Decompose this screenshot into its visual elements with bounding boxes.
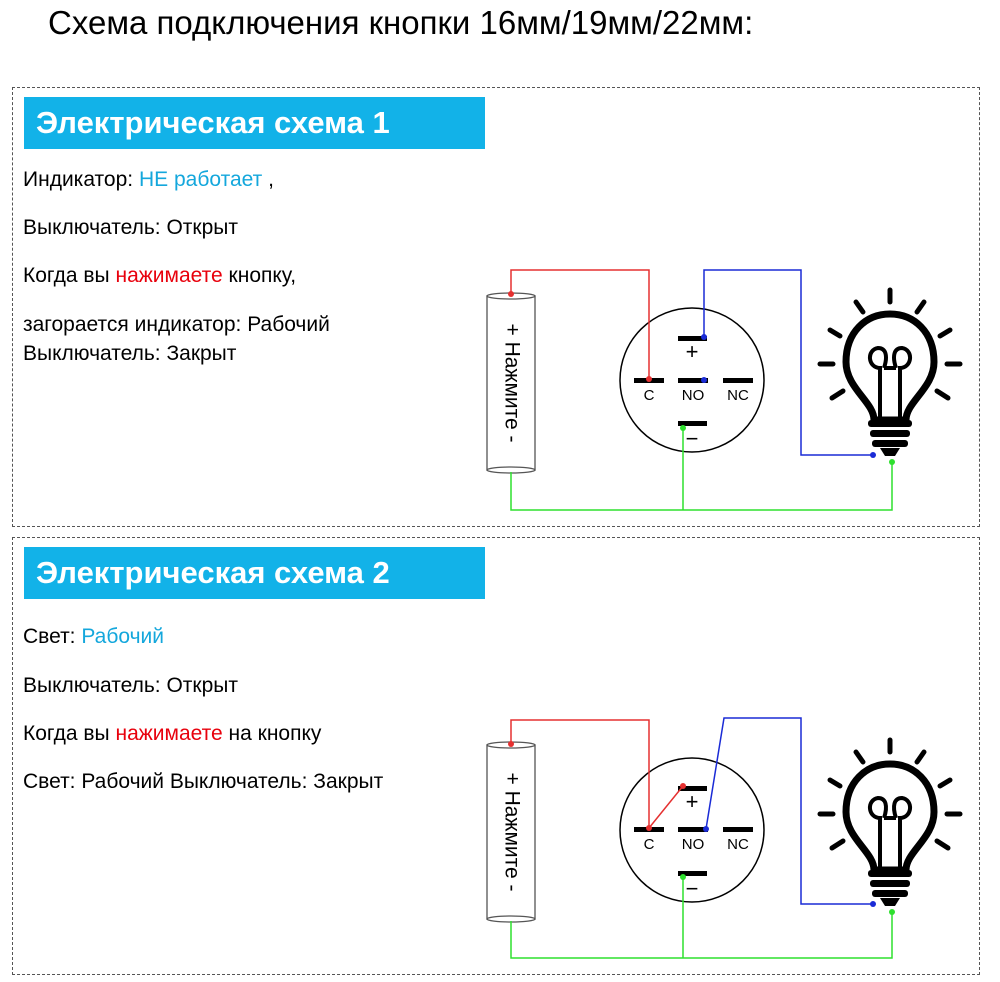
wire-red (510, 269, 650, 378)
diagram-panel-2: Электрическая схема 2 Свет: Рабочий Выкл… (12, 537, 980, 975)
indicator-status: НЕ работает (138, 168, 263, 191)
press-pre: Когда вы (23, 264, 116, 287)
wire-green (510, 912, 893, 959)
battery-label-2: + Нажмите - (500, 772, 523, 891)
terminal-minus: − (686, 426, 699, 451)
diagram-2-press-line: Когда вы нажимаете на кнопку (23, 722, 321, 746)
terminal-plus: + (686, 339, 699, 364)
wire-blue (705, 717, 873, 905)
light-label: Свет: (23, 625, 82, 648)
terminal-no: NO (682, 387, 705, 404)
diagram-1-press-line: Когда вы нажимаете кнопку, (23, 264, 296, 288)
wire-green (510, 462, 893, 511)
diagram-1-indicator-working: загорается индикатор: Рабочий (23, 313, 330, 336)
press-emphasis: нажимаете (115, 264, 223, 287)
diagram-1-switch-open: Выключатель: Открыт (23, 216, 238, 239)
terminal-nc: NC (727, 387, 749, 404)
diagram-2-light-line: Свет: Рабочий (23, 625, 164, 649)
diagram-2-result-line: Свет: Рабочий Выключатель: Закрыт (23, 770, 384, 793)
press-pre-2: Когда вы (23, 722, 116, 745)
terminal-plus-2: + (686, 789, 699, 814)
push-button-switch-icon: + C NO NC − (619, 307, 765, 453)
press-emphasis-2: нажимаете (115, 722, 223, 745)
battery-icon: + Нажмите - (486, 292, 536, 474)
indicator-label: Индикатор: (23, 168, 139, 191)
diagram-2-circuit: + Нажмите - + C NO NC − (486, 717, 960, 959)
page-title: Схема подключения кнопки 16мм/19мм/22мм: (48, 4, 754, 41)
push-button-switch-icon: + C NO NC − (619, 757, 765, 903)
terminal-c: C (644, 387, 655, 404)
press-post-2: на кнопку (222, 722, 322, 745)
terminal-c-2: C (644, 836, 655, 853)
diagram-1-switch-closed: Выключатель: Закрыт (23, 342, 237, 365)
battery-icon: + Нажмите - (486, 741, 536, 923)
diagram-1-circuit: + Нажмите - + C NO NC − (486, 269, 960, 511)
terminal-nc-2: NC (727, 836, 749, 853)
diagram-1-heading: Электрическая схема 1 (24, 97, 485, 149)
wire-red (510, 719, 684, 831)
diagram-1-indicator-line: Индикатор: НЕ работает , (23, 168, 274, 192)
terminal-minus-2: − (686, 876, 699, 901)
battery-label: + Нажмите - (500, 323, 523, 442)
wire-blue (703, 269, 873, 456)
terminal-no-2: NO (682, 836, 705, 853)
light-status: Рабочий (81, 625, 164, 648)
diagram-panel-1: Электрическая схема 1 Индикатор: НЕ рабо… (12, 87, 980, 527)
press-post: кнопку, (222, 264, 297, 287)
diagram-2-heading: Электрическая схема 2 (24, 547, 485, 599)
diagram-2-switch-open: Выключатель: Открыт (23, 674, 238, 697)
light-bulb-icon (820, 740, 960, 906)
light-bulb-icon (820, 290, 960, 456)
indicator-tail: , (262, 168, 274, 191)
